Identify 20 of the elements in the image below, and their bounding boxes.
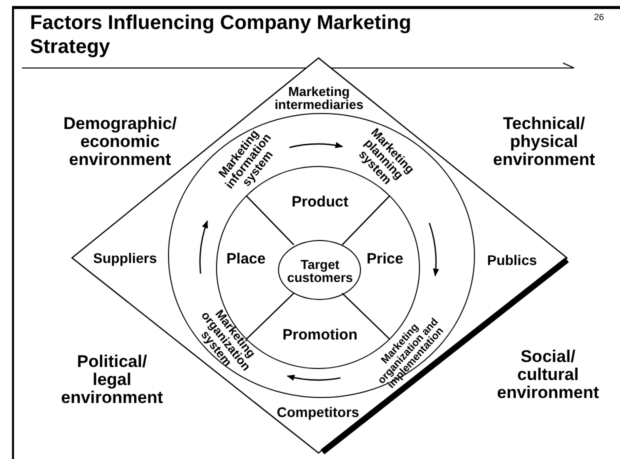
node-label: Marketing intermediaries bbox=[274, 85, 364, 111]
environment-label: Technical/ physical environment bbox=[492, 115, 596, 169]
cycle-arrow bbox=[428, 222, 439, 276]
slide-title: Factors Influencing Company Marketing Strategy bbox=[30, 11, 412, 59]
node-label: Place bbox=[226, 252, 266, 266]
node-label: Product bbox=[292, 194, 348, 210]
environment-label: Demographic/ economic environment bbox=[62, 115, 178, 169]
environment-label: Social/ cultural environment bbox=[496, 348, 600, 402]
node-label: Competitors bbox=[276, 405, 360, 419]
node-label: Promotion bbox=[282, 328, 358, 342]
cycle-arrow bbox=[199, 220, 208, 274]
cycle-arrow bbox=[289, 142, 344, 149]
environment-label: Political/ legal environment bbox=[60, 353, 164, 407]
node-label: Suppliers bbox=[93, 251, 157, 265]
node-label: Price bbox=[366, 252, 404, 266]
node-label: Target customers bbox=[286, 258, 354, 284]
page-number: 26 bbox=[594, 12, 604, 22]
cycle-arrow bbox=[286, 374, 341, 381]
node-label: Publics bbox=[487, 253, 537, 267]
target-ellipse bbox=[278, 240, 361, 300]
